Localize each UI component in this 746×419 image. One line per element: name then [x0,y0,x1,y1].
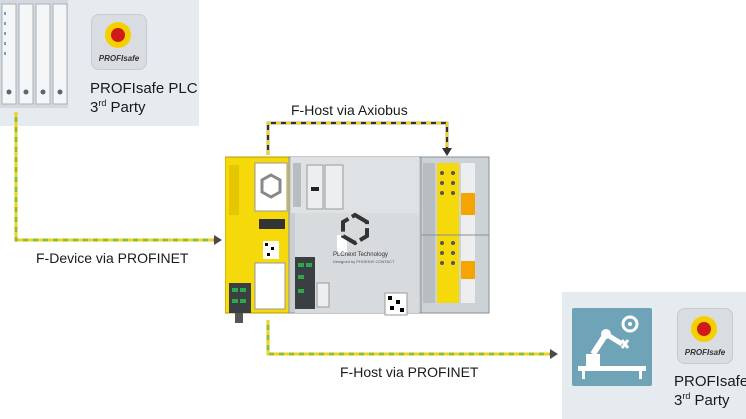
plc-rack-image [0,0,68,108]
badge-label: PROFIsafe [98,54,140,63]
arrow-axiobus [442,148,452,156]
link-device-profinet [14,112,214,242]
robot-party-sup: rd [682,391,691,401]
plc-party-num: 3 [90,99,99,116]
controller-sub-text: Designed by PHOENIX CONTACT [333,259,395,264]
label-host-profinet: F-Host via PROFINET [340,364,479,380]
profisafe-badge-icon: PROFIsafe [91,14,147,70]
controller-brand-text: PLCnext Technology [333,252,388,258]
robot-party-word: Party [690,392,730,409]
plc-party: 3rd Party [90,98,146,116]
plc-party-word: Party [106,99,146,116]
link-host-profinet [266,320,550,356]
link-axiobus [266,121,449,155]
label-axiobus: F-Host via Axiobus [291,102,408,118]
robot-title: PROFIsafe [674,373,746,390]
badge-label-bottom: PROFIsafe [684,348,726,357]
arrow-device-profinet [214,235,222,245]
label-device-profinet: F-Device via PROFINET [36,250,189,266]
plcnext-controller-image: PLCnext Technology Designed by PHOENIX C… [225,156,490,323]
plc-title: PROFIsafe PLC [90,80,198,97]
arrow-host-profinet [550,349,558,359]
plc-party-sup: rd [98,98,107,108]
robot-party-num: 3 [674,392,683,409]
profisafe-badge-icon-bottom: PROFIsafe [677,308,733,364]
robot-arm-icon [572,308,652,386]
robot-party: 3rd Party [674,391,730,409]
